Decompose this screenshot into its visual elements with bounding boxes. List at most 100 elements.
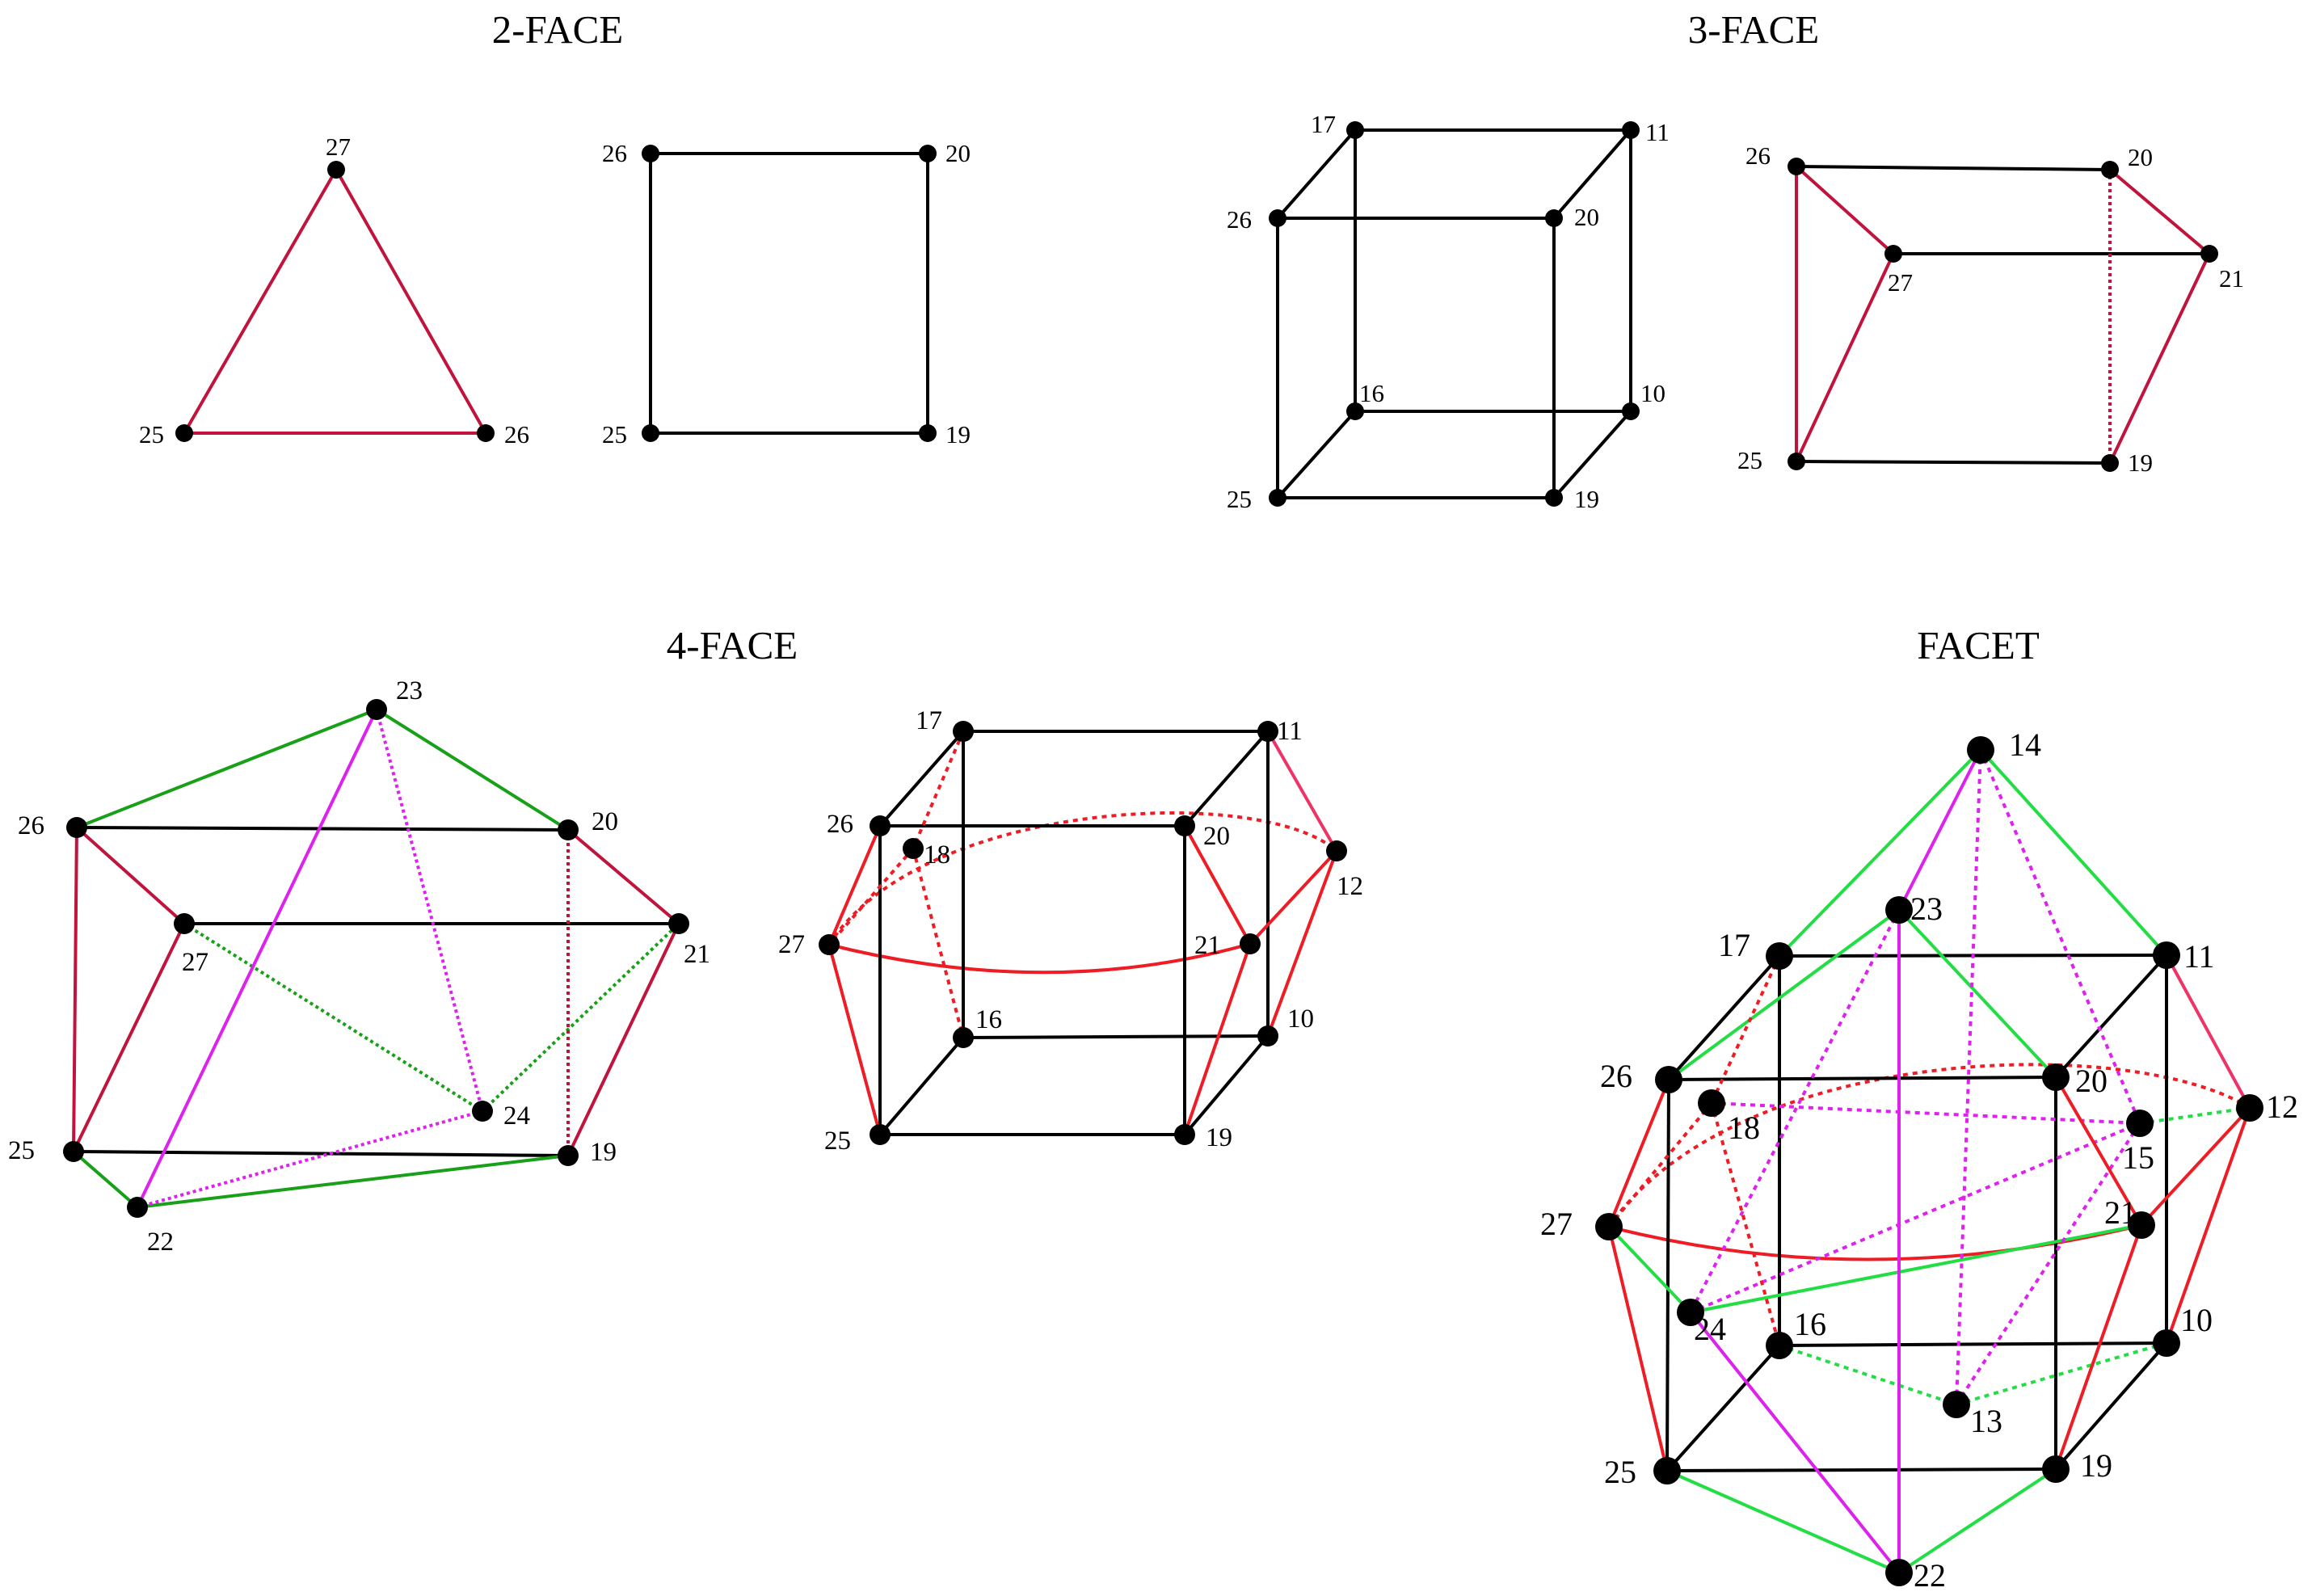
facet-edge-17-18: [1710, 955, 1781, 1104]
facet-vertex-15: [2126, 1110, 2154, 1137]
face4-b-vertex-label-16: 16: [975, 1005, 1002, 1034]
diagram-face4-a: [72, 708, 680, 1209]
prism-edge-26-20: [1796, 165, 2111, 171]
face4-b-edge-16-25: [878, 1036, 965, 1136]
square-vertex-25: [642, 424, 659, 442]
facet-curve-edge: [1607, 1063, 2251, 1228]
triangle-vertex-25: [175, 424, 193, 442]
facet-vertex-16: [1766, 1332, 1793, 1359]
cube-vertex-label-25: 25: [1227, 485, 1252, 513]
cube-edge-17-26: [1276, 128, 1357, 220]
face4-b-vertex-12: [1326, 840, 1347, 861]
facet-edge-27-26: [1607, 1079, 1670, 1228]
face4-a-edge-25-22: [72, 1150, 139, 1209]
facet-edge-25-22: [1666, 1469, 1900, 1574]
facet-edge-18-16: [1710, 1102, 1781, 1346]
face4-b-edge-11-12: [1266, 731, 1338, 852]
face4-b-vertex-11: [1257, 721, 1278, 742]
facet-vertex-label-27: 27: [1540, 1206, 1573, 1242]
prism-vertex-label-19: 19: [2128, 448, 2153, 477]
diagram-square: [649, 152, 929, 435]
face4-b-edge-10-19: [1183, 1034, 1270, 1136]
face4-b-edge-12-10: [1266, 850, 1338, 1037]
facet-vertex-label-22: 22: [1914, 1557, 1946, 1594]
face4-a-vertex-27: [174, 913, 195, 934]
facet-edge-18-27: [1607, 1101, 1713, 1228]
face4-a-vertex-label-23: 23: [396, 676, 423, 705]
square-vertex-label-25: 25: [602, 420, 627, 448]
facet-edge-24-22: [1689, 1311, 1901, 1574]
prism-vertex-21: [2200, 245, 2218, 263]
edges-layer: [72, 128, 2251, 1574]
facet-edge-20-21: [2054, 1076, 2143, 1227]
facet-vertex-23: [1885, 896, 1913, 924]
face4-b-curve-edge: [828, 942, 1251, 975]
cube-vertex-11: [1622, 121, 1640, 139]
title-3-face: 3-FACE: [1688, 7, 1819, 52]
facet-vertex-25: [1653, 1457, 1681, 1484]
face4-a-vertex-label-26: 26: [18, 811, 44, 840]
face4-a-vertex-label-21: 21: [684, 940, 710, 969]
face4-a-edge-27-24: [183, 922, 484, 1113]
face4-a-vertex-19: [558, 1145, 579, 1166]
cube-edge-10-19: [1552, 410, 1632, 499]
facet-vertex-label-11: 11: [2183, 938, 2215, 975]
cube-vertex-10: [1622, 402, 1640, 420]
face4-b-vertex-10: [1257, 1025, 1278, 1046]
face4-b-vertex-16: [953, 1027, 974, 1048]
face4-b-edge-17-26: [878, 730, 965, 827]
square-vertex-26: [642, 145, 659, 162]
facet-vertex-label-15: 15: [2122, 1139, 2154, 1176]
facet-vertex-27: [1595, 1213, 1623, 1240]
face4-a-edge-22-19: [137, 1154, 569, 1209]
triangle-edge-27-25: [183, 169, 338, 434]
face4-b-edge-27-25: [827, 944, 882, 1135]
facet-edge-16-13: [1779, 1344, 1957, 1406]
facet-edge-11-20: [2054, 954, 2168, 1079]
facet-vertex-label-12: 12: [2266, 1089, 2298, 1125]
facet-edge-12-10: [2165, 1107, 2251, 1344]
cube-vertex-label-26: 26: [1227, 205, 1252, 234]
square-vertex-label-26: 26: [602, 139, 627, 167]
face4-b-vertex-27: [819, 934, 840, 955]
facet-vertex-26: [1655, 1066, 1682, 1093]
facet-vertex-label-21: 21: [2104, 1194, 2137, 1231]
prism-vertex-27: [1884, 245, 1902, 263]
cube-vertex-19: [1545, 489, 1563, 507]
facet-vertex-12: [2236, 1094, 2263, 1122]
face4-a-vertex-25: [63, 1141, 84, 1162]
facet-vertex-14: [1967, 736, 1994, 764]
face4-b-vertex-label-17: 17: [916, 706, 942, 735]
diagram-face4-b: [827, 730, 1338, 1136]
facet-edge-23-20: [1897, 908, 2057, 1079]
facet-vertex-label-25: 25: [1604, 1454, 1636, 1490]
triangle-vertex-label-26: 26: [504, 420, 529, 448]
face4-a-edge-26-27: [75, 826, 186, 925]
facet-vertex-label-20: 20: [2075, 1063, 2108, 1099]
face4-a-vertex-24: [472, 1101, 493, 1122]
face4-a-edge-23-24: [375, 709, 484, 1112]
facet-vertex-17: [1766, 942, 1793, 970]
prism-edge-21-19: [2108, 253, 2211, 464]
facet-edge-24-15: [1690, 1122, 2141, 1314]
facet-vertex-label-23: 23: [1910, 891, 1943, 927]
facet-vertex-18: [1698, 1089, 1725, 1117]
facet-edge-27-24: [1607, 1225, 1692, 1314]
cube-vertex-16: [1346, 402, 1364, 420]
face4-a-vertex-label-25: 25: [8, 1136, 35, 1165]
face4-b-vertex-label-21: 21: [1194, 931, 1221, 960]
facet-edge-24-21: [1690, 1223, 2142, 1314]
prism-edge-27-25: [1795, 253, 1895, 462]
face4-b-vertex-label-18: 18: [924, 840, 950, 870]
face4-b-vertex-label-20: 20: [1203, 822, 1230, 851]
facet-vertex-24: [1677, 1299, 1704, 1326]
face4-b-vertex-21: [1240, 933, 1261, 954]
face4-b-curve-edge: [827, 811, 1338, 946]
facet-edge-18-15: [1711, 1101, 2141, 1125]
prism-vertex-19: [2101, 454, 2119, 472]
face4-b-edge-11-20: [1183, 730, 1270, 827]
face4-b-vertex-label-10: 10: [1287, 1004, 1314, 1034]
cube-vertex-label-19: 19: [1574, 485, 1599, 513]
